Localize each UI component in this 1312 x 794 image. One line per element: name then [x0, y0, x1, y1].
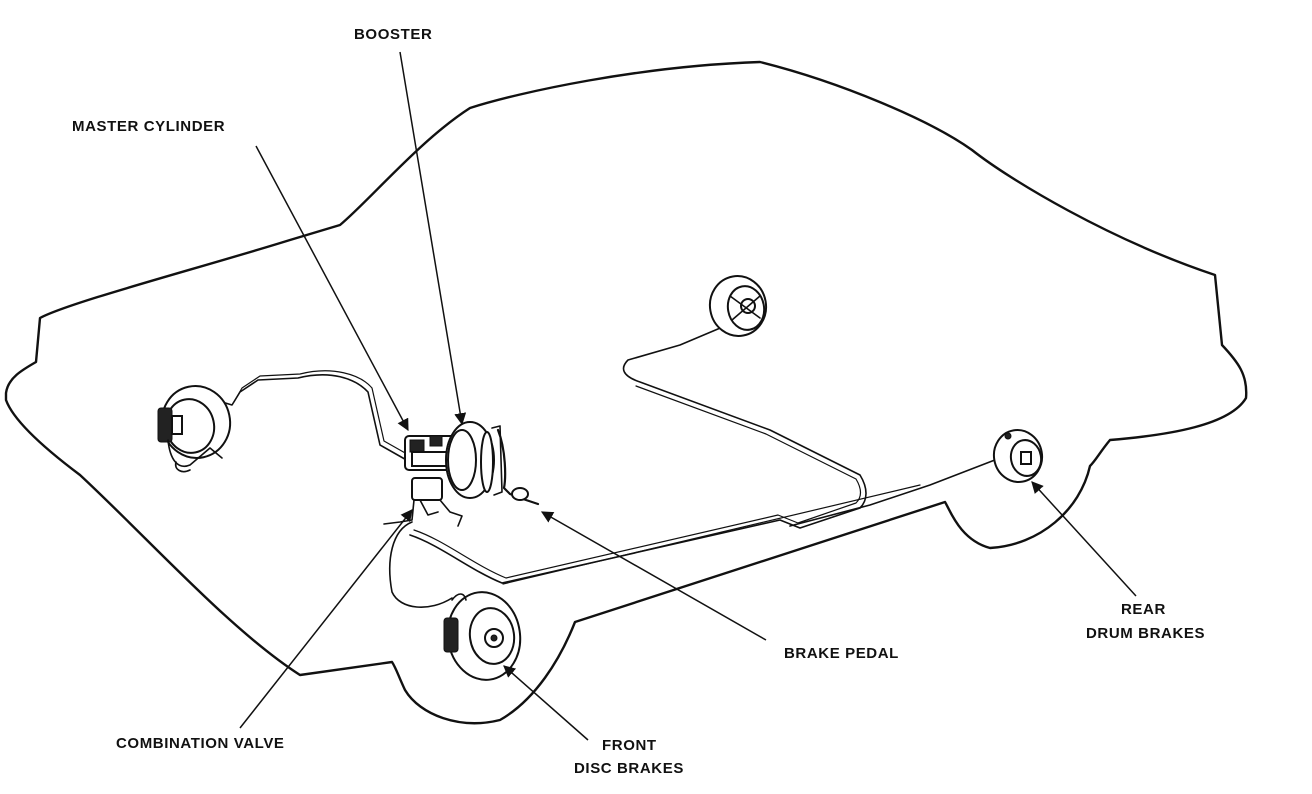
left-front-disc-brake [157, 385, 232, 473]
left-rear-drum-brake [708, 275, 768, 337]
right-rear-drum-brake [992, 429, 1044, 483]
combination-valve [383, 477, 463, 527]
combination-valve-label: COMBINATION VALVE [116, 735, 285, 752]
rear-drum-brakes-label-line1: REAR [1121, 601, 1166, 618]
brake-pedal [496, 428, 540, 506]
front-disc-brakes-label-line2: DISC BRAKES [574, 760, 684, 777]
rear-drum-brakes-label-line2: DRUM BRAKES [1086, 625, 1205, 642]
brake-lines [221, 325, 1001, 608]
brake-pedal-label: BRAKE PEDAL [784, 645, 899, 662]
front-disc-brakes-label-line1: FRONT [602, 737, 657, 754]
brake-booster [445, 421, 503, 499]
master-cylinder-label: MASTER CYLINDER [72, 118, 225, 135]
booster-label: BOOSTER [354, 26, 432, 43]
master-cylinder [404, 435, 458, 471]
right-front-disc-brake [443, 591, 522, 681]
leader-lines [239, 51, 1137, 741]
car-body-outline [4, 60, 1248, 725]
